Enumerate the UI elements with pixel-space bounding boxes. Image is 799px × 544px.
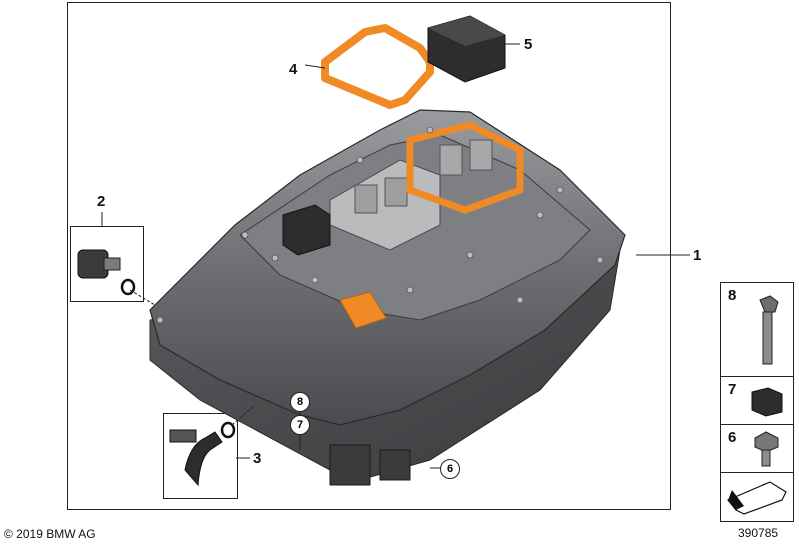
side-arrow-icon — [727, 481, 787, 515]
callout-7-circle: 7 — [290, 415, 310, 435]
callout-8-circle: 8 — [290, 392, 310, 412]
side-bolt-8-icon — [759, 295, 779, 365]
part-3-coolant-elbow — [169, 421, 236, 487]
part-5-black-cover — [427, 15, 506, 83]
part-2-sensor — [77, 249, 136, 296]
side-part-frame-6 — [720, 424, 794, 474]
callout-2: 2 — [97, 193, 106, 210]
part-2-frame — [70, 226, 144, 302]
side-bolt-6-icon — [754, 431, 779, 467]
part-3-frame — [163, 413, 238, 499]
callout-1: 1 — [693, 247, 702, 264]
side-part-number-7: 7 — [728, 381, 737, 398]
copyright-text: © 2019 BMW AG — [4, 527, 96, 541]
leader-lines — [101, 43, 690, 469]
power-electronics-housing — [149, 109, 626, 486]
callout-4: 4 — [289, 61, 298, 78]
side-part-number-6: 6 — [728, 429, 737, 446]
side-nut-7-icon — [751, 387, 783, 417]
part-4-orange-bracket — [321, 24, 434, 109]
diagram-number: 390785 — [738, 526, 779, 540]
callout-3: 3 — [253, 450, 262, 467]
side-part-frame-8 — [720, 282, 794, 378]
side-part-number-8: 8 — [728, 287, 737, 304]
callout-5: 5 — [524, 36, 533, 53]
callout-6-circle: 6 — [440, 459, 460, 479]
